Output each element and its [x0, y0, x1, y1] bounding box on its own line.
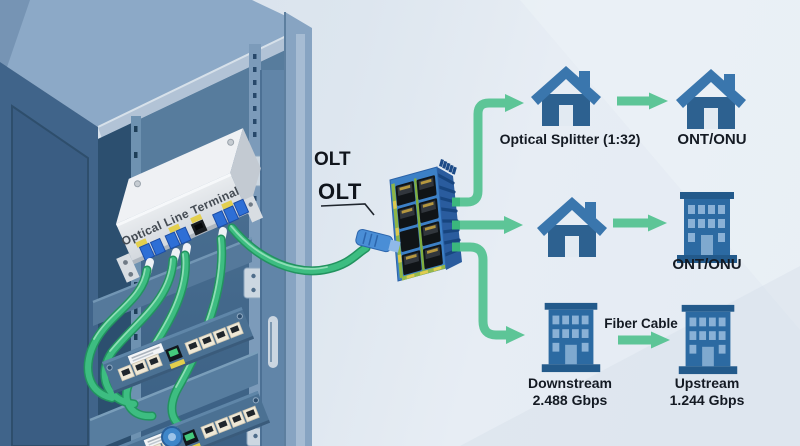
switch-vent-teeth	[439, 159, 457, 175]
row-arrows	[613, 92, 670, 349]
olt-pointer-line	[320, 203, 375, 216]
olt-annotation-large: OLT	[318, 179, 362, 204]
cable-spool	[161, 426, 183, 446]
fiber-cables	[83, 227, 227, 433]
upstream-label-line2: 1.244 Gbps	[669, 391, 745, 408]
olt-switch	[355, 159, 462, 282]
rack-top-face	[0, 0, 307, 127]
house-icon	[536, 195, 608, 264]
olt-ports	[135, 198, 250, 261]
downstream-label: Downstream 2.488 Gbps	[528, 375, 612, 408]
branch-arrows	[452, 94, 525, 344]
ont-onu-label: ONT/ONU	[672, 256, 742, 273]
downstream-label-line2: 2.488 Gbps	[532, 391, 608, 408]
olt-annotation-small: OLT	[314, 149, 351, 170]
upstream-label-line1: Upstream	[674, 375, 740, 391]
building-icon	[539, 299, 603, 380]
downstream-label-line1: Downstream	[527, 375, 613, 391]
uplink-cable	[227, 223, 371, 276]
building-icon	[674, 188, 740, 271]
optical-splitter-label: Optical Splitter (1:32)	[499, 131, 641, 147]
uplink-plug	[355, 228, 401, 253]
door-handle	[268, 316, 278, 368]
upstream-label: Upstream 1.244 Gbps	[670, 375, 745, 408]
olt-device: Optical Line Terminal	[116, 128, 264, 283]
house-icon	[530, 64, 602, 133]
ont-onu-label: ONT/ONU	[677, 131, 747, 148]
server-rack: Optical Line Terminal	[0, 0, 312, 446]
switch-ports	[391, 175, 446, 281]
building-icon	[676, 301, 740, 382]
house-icon	[675, 67, 747, 136]
fiber-cable-label: Fiber Cable	[604, 316, 678, 331]
